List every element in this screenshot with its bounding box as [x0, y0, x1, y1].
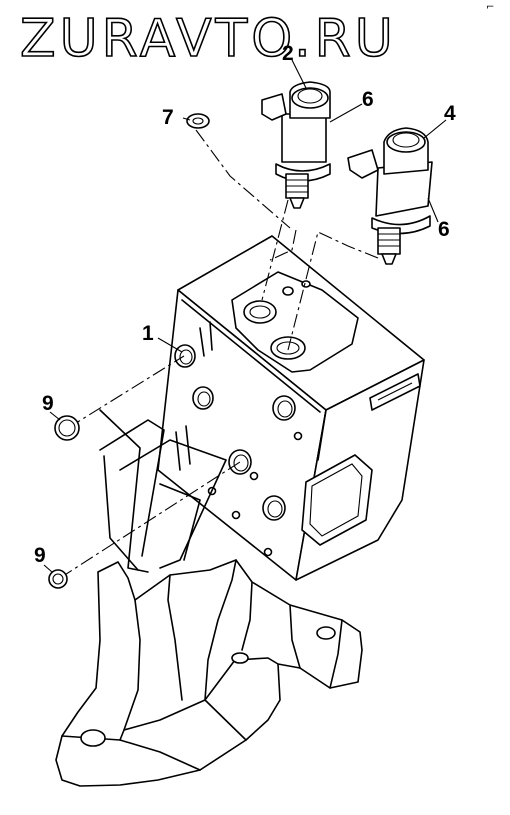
connector-plug: [261, 93, 287, 121]
callout-9: 9: [42, 392, 54, 415]
callout-6: 6: [438, 218, 450, 241]
bracket-bolt-hole: [316, 626, 336, 640]
callout-7: 7: [162, 106, 174, 129]
callout-6: 6: [362, 88, 374, 111]
callout-9: 9: [34, 544, 46, 567]
valve-port: [243, 300, 277, 324]
washer-7: [186, 113, 210, 129]
solenoid-valve-2: [261, 81, 331, 209]
callout-2: 2: [282, 42, 294, 65]
valve-nut: [386, 131, 426, 153]
assembly-center-lines: [59, 129, 379, 579]
callout-4: 4: [444, 102, 456, 125]
corner-mark: ⌐: [486, 2, 494, 13]
side-cover-plate: [301, 454, 373, 546]
leader-lines: [43, 59, 447, 573]
mounting-bracket: [55, 559, 363, 787]
callout-1: 1: [142, 322, 154, 345]
watermark-text: ZURAVTO.RU: [20, 9, 397, 69]
valve-block: [157, 235, 425, 581]
o-ring-9-upper: [54, 415, 80, 441]
o-ring-9-lower: [48, 569, 68, 589]
valve-nut: [291, 87, 329, 109]
bracket-bolt-hole: [231, 652, 249, 664]
connector-plug: [347, 149, 379, 179]
solenoid-valve-4: [347, 127, 433, 265]
bracket-bolt-hole: [80, 729, 106, 747]
